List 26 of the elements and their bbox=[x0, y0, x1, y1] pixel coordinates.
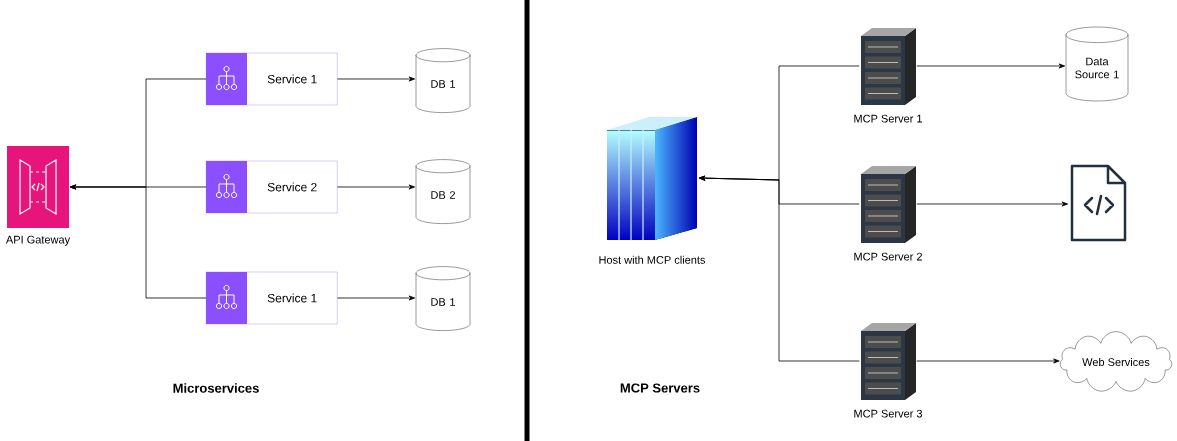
service-box: Service 1 bbox=[206, 52, 338, 106]
node-label: Host with MCP clients bbox=[599, 255, 706, 264]
arrow bbox=[698, 175, 860, 362]
database-cylinder: DB 2 bbox=[415, 159, 471, 224]
arrow bbox=[916, 63, 1066, 69]
server-rack-drawing: MCP Server 1 bbox=[854, 28, 922, 123]
node-label: MCP Server 2 bbox=[854, 252, 922, 261]
arrow bbox=[337, 76, 416, 82]
server-tower-drawing: Host with MCP clients bbox=[599, 117, 706, 264]
database-cylinder: Data Source 1 bbox=[1065, 26, 1129, 102]
server-rack-drawing: MCP Server 3 bbox=[854, 323, 923, 418]
arrow bbox=[69, 184, 207, 299]
node-label: MCP Server 3 bbox=[854, 409, 923, 418]
section-title: Microservices bbox=[173, 383, 259, 393]
section-title: MCP Servers bbox=[620, 383, 700, 393]
service-box: Service 1 bbox=[206, 271, 338, 325]
database-cylinder: DB 1 bbox=[415, 266, 471, 331]
service-box: Service 2 bbox=[206, 160, 338, 214]
arrow bbox=[337, 295, 416, 301]
node-label: MCP Server 1 bbox=[854, 114, 922, 123]
arrow bbox=[916, 201, 1069, 207]
server-rack-drawing: MCP Server 2 bbox=[854, 166, 922, 261]
database-cylinder: DB 1 bbox=[415, 48, 471, 113]
arrow bbox=[916, 358, 1060, 364]
arrow bbox=[337, 184, 416, 190]
code-file-icon bbox=[1070, 164, 1127, 242]
